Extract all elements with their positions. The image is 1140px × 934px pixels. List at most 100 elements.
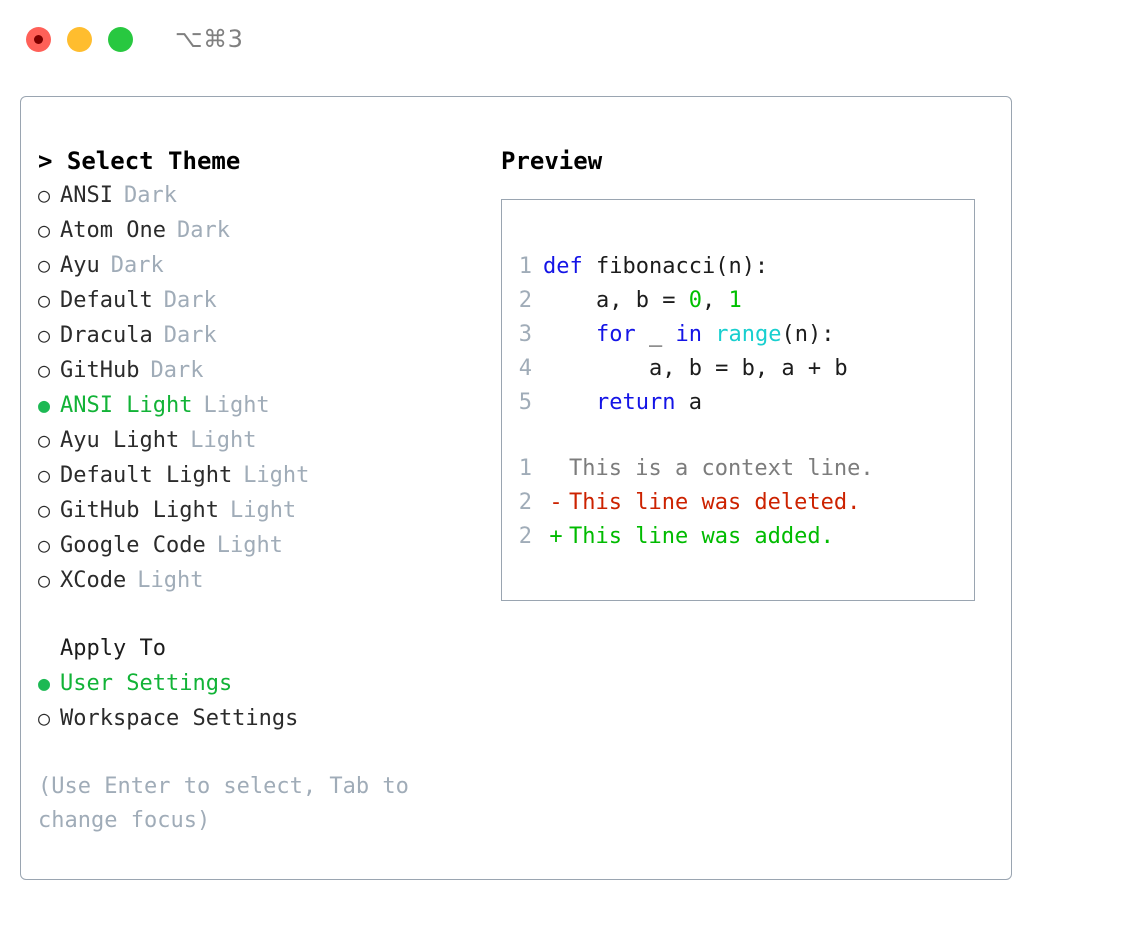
code-token: return [595, 390, 676, 415]
maximize-button[interactable] [108, 26, 133, 52]
code-token: a, b = b, a + b [543, 356, 848, 381]
theme-option-variant: Light [229, 498, 297, 523]
theme-option-name: Default Light [60, 463, 233, 488]
code-token: (n): [781, 322, 835, 347]
radio-unselected-icon[interactable]: ○ [38, 463, 51, 487]
theme-option-name: GitHub Light [60, 498, 219, 523]
window-titlebar: ⌥⌘3 [0, 0, 1140, 78]
radio-unselected-icon[interactable]: ○ [38, 358, 51, 382]
theme-option-name: ANSI [60, 183, 113, 208]
code-token [702, 322, 715, 347]
close-button[interactable] [26, 26, 51, 52]
radio-unselected-icon[interactable]: ○ [38, 323, 51, 347]
theme-option-variant: Light [190, 428, 257, 453]
radio-unselected-icon[interactable]: ○ [38, 533, 51, 557]
theme-option-variant: Dark [176, 218, 230, 243]
recording-indicator-icon [34, 34, 43, 44]
theme-option-default[interactable]: ○ Default Dark [38, 283, 498, 318]
minimize-button[interactable] [67, 26, 92, 52]
radio-selected-icon[interactable]: ● [38, 393, 51, 417]
diff-line: 2-This line was deleted. [518, 486, 874, 520]
theme-option-ansi[interactable]: ○ ANSI Dark [38, 178, 498, 213]
code-token: a [675, 390, 702, 415]
diff-marker: + [549, 524, 563, 549]
code-line: 2 a, b = 0, 1 [518, 284, 848, 318]
diff-line-number: 1 [518, 456, 532, 481]
theme-option-name: Default [60, 288, 153, 313]
code-token: def [543, 254, 583, 279]
code-token [543, 322, 596, 347]
page-title: > Select Theme [38, 147, 241, 175]
radio-unselected-icon[interactable]: ○ [38, 706, 51, 730]
theme-option-google-code[interactable]: ○ Google Code Light [38, 528, 498, 563]
theme-option-name: GitHub [60, 358, 140, 383]
theme-option-variant: Dark [150, 358, 204, 383]
theme-option-variant: Dark [110, 253, 164, 278]
radio-selected-icon[interactable]: ● [38, 671, 51, 695]
diff-line: 1 This is a context line. [518, 452, 874, 486]
radio-unselected-icon[interactable]: ○ [38, 568, 51, 592]
keyboard-hint-text: (Use Enter to select, Tab to change focu… [38, 774, 423, 833]
theme-option-variant: Light [137, 568, 204, 593]
apply-to-list[interactable]: ● User Settings ○ Workspace Settings [38, 666, 498, 736]
line-number: 2 [518, 288, 532, 313]
code-token: fibonacci(n): [582, 254, 769, 279]
apply-to-option-name: Workspace Settings [60, 706, 299, 731]
code-token: _ [635, 322, 676, 347]
code-line: 3 for _ in range(n): [518, 318, 848, 352]
radio-unselected-icon[interactable]: ○ [38, 183, 51, 207]
theme-option-github-light[interactable]: ○ GitHub Light Light [38, 493, 498, 528]
line-number: 5 [518, 390, 532, 415]
diff-text: This line was added. [569, 524, 834, 549]
diff-marker [543, 452, 569, 486]
code-line: 4 a, b = b, a + b [518, 352, 848, 386]
theme-option-name: Google Code [60, 533, 206, 558]
theme-option-github[interactable]: ○ GitHub Dark [38, 353, 498, 388]
radio-unselected-icon[interactable]: ○ [38, 218, 51, 242]
code-line: 5 return a [518, 386, 848, 420]
line-number: 4 [518, 356, 532, 381]
code-token: a, b = [543, 288, 689, 313]
diff-text: This line was deleted. [569, 490, 861, 515]
apply-to-option-workspace-settings[interactable]: ○ Workspace Settings [38, 701, 498, 736]
radio-unselected-icon[interactable]: ○ [38, 253, 51, 277]
line-number: 1 [518, 254, 532, 279]
diff-sample: 1 This is a context line.2-This line was… [518, 452, 874, 554]
code-token: 1 [728, 288, 742, 313]
theme-option-variant: Dark [163, 288, 217, 313]
diff-line-number: 2 [518, 524, 532, 549]
theme-option-name: Atom One [60, 218, 166, 243]
apply-to-option-user-settings[interactable]: ● User Settings [38, 666, 498, 701]
diff-text: This is a context line. [569, 456, 874, 481]
diff-line-number: 2 [518, 490, 532, 515]
theme-option-ayu-light[interactable]: ○ Ayu Light Light [38, 423, 498, 458]
theme-option-variant: Light [203, 393, 270, 418]
preview-title: Preview [501, 147, 603, 175]
radio-unselected-icon[interactable]: ○ [38, 498, 51, 522]
theme-option-variant: Light [216, 533, 283, 558]
code-token [543, 390, 596, 415]
theme-option-variant: Dark [123, 183, 177, 208]
diff-line: 2 +This line was added. [518, 520, 874, 554]
code-token: for [595, 322, 636, 347]
theme-option-name: Ayu Light [60, 428, 180, 453]
radio-unselected-icon[interactable]: ○ [38, 288, 51, 312]
theme-option-atom-one[interactable]: ○ Atom One Dark [38, 213, 498, 248]
code-token: range [715, 322, 782, 347]
keyboard-shortcut-label: ⌥⌘3 [175, 25, 244, 53]
diff-marker: - [549, 490, 563, 515]
radio-unselected-icon[interactable]: ○ [38, 428, 51, 452]
line-number: 3 [518, 322, 532, 347]
apply-to-option-name: User Settings [60, 671, 233, 696]
